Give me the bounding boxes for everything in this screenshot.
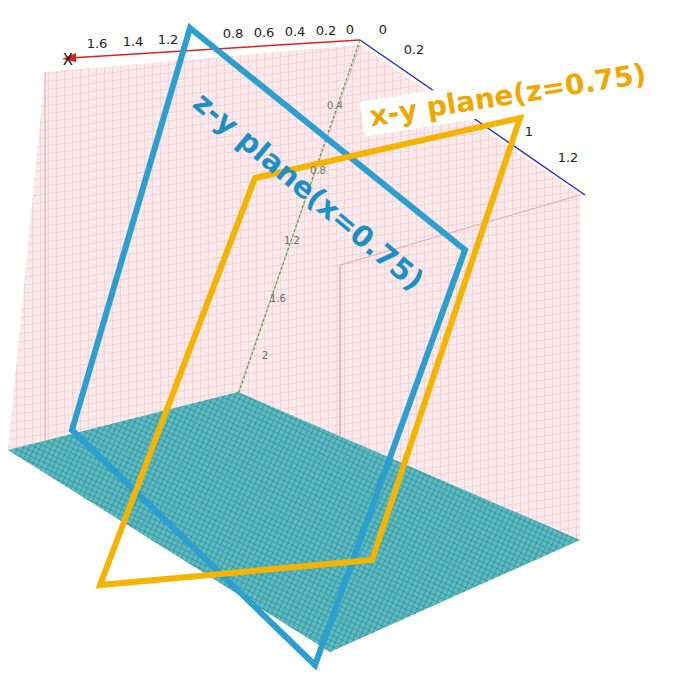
bottom-face bbox=[8, 392, 580, 652]
tick-label: 0.2 bbox=[404, 43, 425, 57]
tick-label: 1.4 bbox=[123, 35, 144, 49]
tick-label: 0.6 bbox=[254, 26, 275, 40]
tick-label: 1 bbox=[525, 125, 533, 139]
tick-label: 0 bbox=[346, 23, 354, 37]
tick-label: 0.8 bbox=[310, 165, 326, 176]
tick-label: 1.2 bbox=[158, 33, 179, 47]
tick-label: 0.2 bbox=[316, 24, 337, 38]
tick-label: 0.8 bbox=[223, 27, 244, 41]
plane-label: x-y plane(z=0.75) bbox=[359, 56, 656, 137]
tick-label: 1.6 bbox=[270, 293, 286, 304]
tick-label: 1.2 bbox=[558, 151, 579, 165]
axis-name: X bbox=[63, 52, 73, 69]
tick-label: 2 bbox=[262, 350, 268, 361]
tick-label: 1.6 bbox=[87, 37, 108, 51]
tick-label: 0.4 bbox=[327, 100, 343, 111]
tick-label: 1.2 bbox=[284, 235, 300, 246]
tick-label: 0 bbox=[379, 23, 387, 37]
tick-label: 0.4 bbox=[285, 25, 306, 39]
